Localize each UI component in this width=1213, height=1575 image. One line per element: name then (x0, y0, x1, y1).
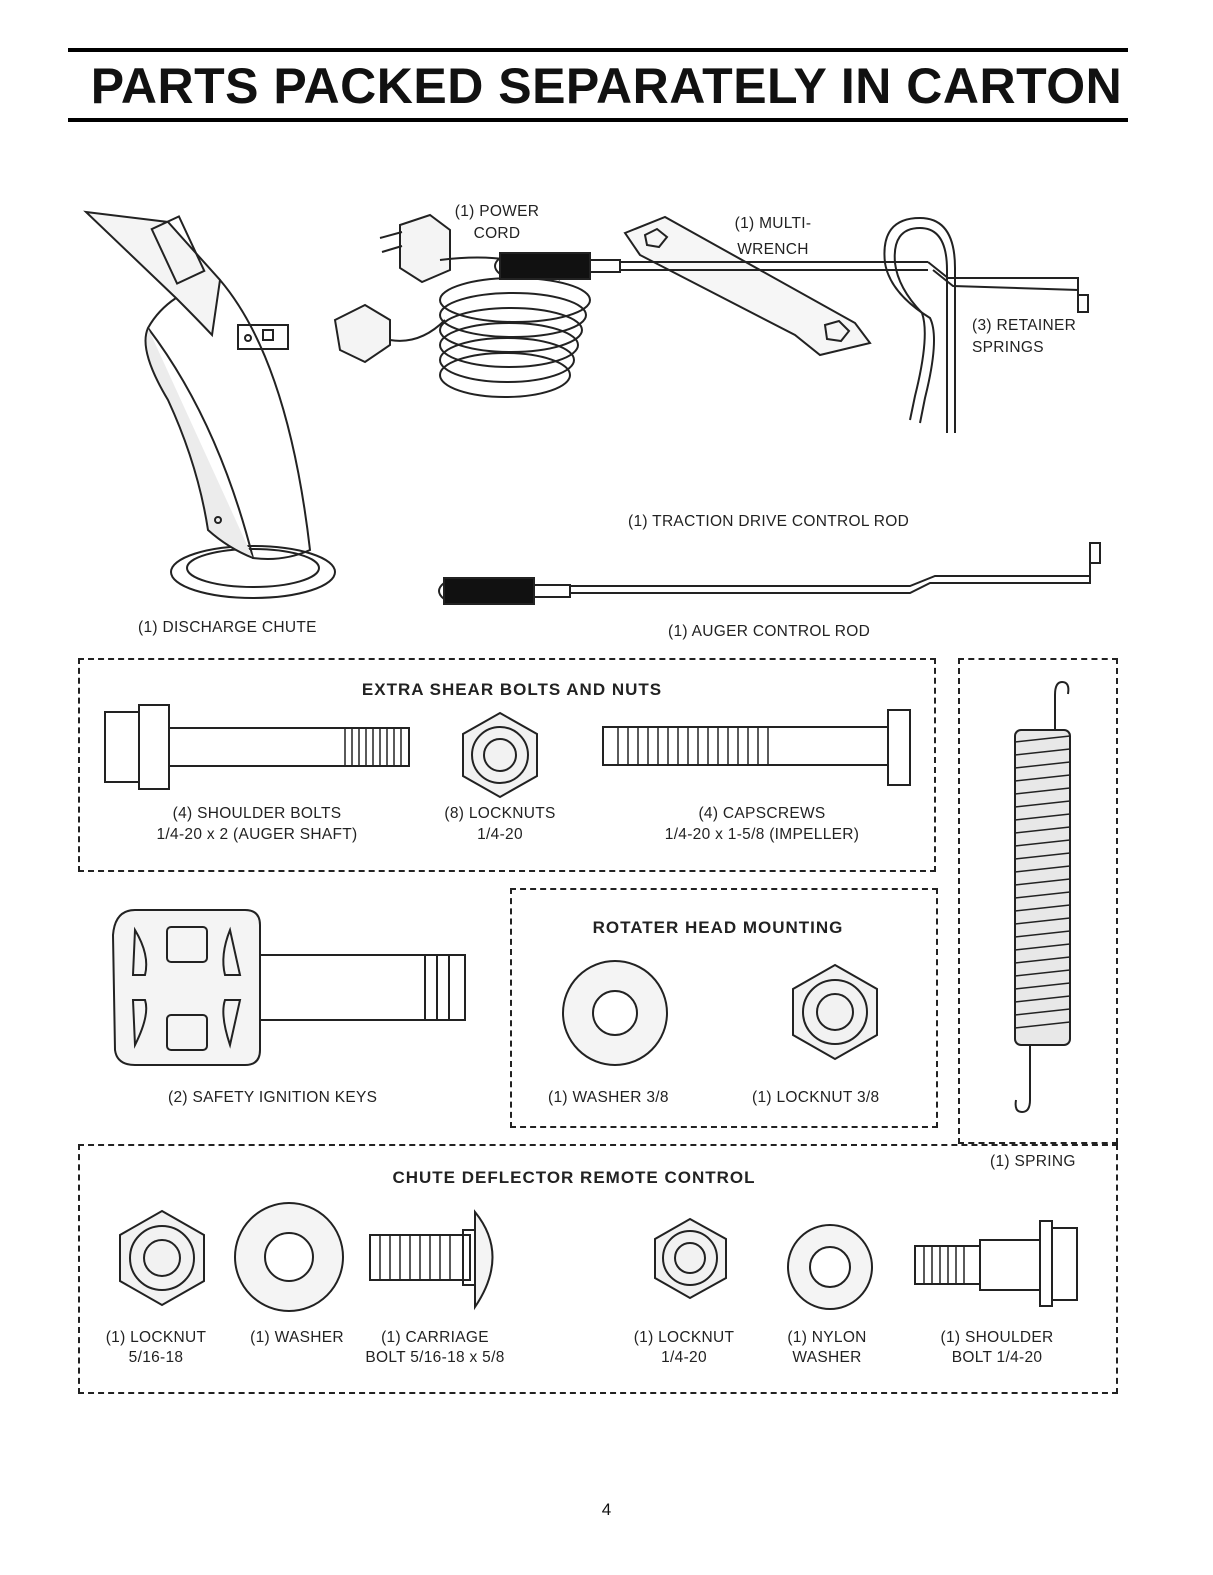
shoulder-bolt-illustration (104, 704, 410, 790)
washer-516-illustration (234, 1202, 344, 1312)
shoulder-bolt-14-label-1: (1) SHOULDER (940, 1329, 1054, 1346)
bottom-rule (68, 118, 1128, 122)
page-number: 4 (601, 1500, 612, 1519)
capscrews-label-2: 1/4-20 x 1-5/8 (IMPELLER) (664, 826, 860, 843)
shoulder-bolts-label-2: 1/4-20 x 2 (AUGER SHAFT) (156, 826, 358, 843)
multi-wrench-illustration (623, 215, 872, 357)
extra-shear-bolts-box (78, 658, 936, 872)
shoulder-bolt-14-illustration (914, 1220, 1078, 1307)
carriage-bolt-label-1: (1) CARRIAGE (381, 1329, 489, 1346)
rotater-washer-label: (1) WASHER 3/8 (548, 1089, 669, 1106)
traction-rod-label: (1) TRACTION DRIVE CONTROL ROD (628, 513, 910, 530)
capscrews-label-1: (4) CAPSCREWS (698, 805, 826, 822)
spring-label: (1) SPRING (990, 1153, 1076, 1170)
multi-wrench-label-2: WRENCH (737, 241, 809, 258)
shoulder-bolts-label-1: (4) SHOULDER BOLTS (172, 805, 342, 822)
locknut-516-label-2: 5/16-18 (128, 1349, 184, 1366)
washer-516-label: (1) WASHER (250, 1329, 344, 1346)
power-cord-label-1: (1) POWER (454, 203, 540, 220)
rotater-head-box (510, 888, 938, 1128)
locknut-14-label-1: (1) LOCKNUT (633, 1329, 735, 1346)
safety-ignition-key-illustration (111, 909, 466, 1066)
locknut-516-illustration (119, 1209, 205, 1307)
discharge-chute-label: (1) DISCHARGE CHUTE (138, 619, 317, 636)
locknut-38-illustration (792, 963, 878, 1061)
locknuts-label-1: (8) LOCKNUTS (444, 805, 556, 822)
carriage-bolt-illustration (369, 1209, 494, 1311)
retainer-springs-label-1: (3) RETAINER (972, 317, 1077, 334)
page-title: PARTS PACKED SEPARATELY IN CARTON (90, 58, 1123, 114)
auger-rod-illustration (438, 542, 1101, 605)
locknut-illustration (462, 711, 538, 799)
nylon-washer-label-2: WASHER (792, 1349, 862, 1366)
chute-deflector-box (78, 1144, 1118, 1394)
spring-illustration (1014, 680, 1071, 1114)
capscrew-illustration (602, 709, 911, 786)
traction-rod-illustration (494, 252, 1089, 313)
rotater-locknut-label: (1) LOCKNUT 3/8 (752, 1089, 880, 1106)
retainer-springs-label-2: SPRINGS (972, 339, 1044, 356)
extra-shear-heading: EXTRA SHEAR BOLTS AND NUTS (361, 680, 663, 699)
nylon-washer-illustration (787, 1224, 873, 1310)
discharge-chute-illustration (83, 210, 336, 599)
locknut-516-label-1: (1) LOCKNUT (105, 1329, 207, 1346)
locknut-14-label-2: 1/4-20 (661, 1349, 707, 1366)
carriage-bolt-label-2: BOLT 5/16-18 x 5/8 (365, 1349, 505, 1366)
locknuts-label-2: 1/4-20 (477, 826, 523, 843)
chute-deflector-heading: CHUTE DEFLECTOR REMOTE CONTROL (392, 1168, 756, 1187)
spring-box (958, 658, 1118, 1144)
washer-38-illustration (562, 960, 668, 1066)
power-cord-illustration (333, 213, 591, 398)
shoulder-bolt-14-label-2: BOLT 1/4-20 (951, 1349, 1043, 1366)
top-rule (68, 48, 1128, 52)
retainer-spring-illustration (883, 216, 956, 433)
multi-wrench-label-1: (1) MULTI- (734, 215, 812, 232)
power-cord-label-2: CORD (473, 225, 521, 242)
nylon-washer-label-1: (1) NYLON (787, 1329, 867, 1346)
safety-ignition-keys-label: (2) SAFETY IGNITION KEYS (168, 1089, 378, 1106)
rotater-head-heading: ROTATER HEAD MOUNTING (592, 918, 844, 937)
auger-rod-label: (1) AUGER CONTROL ROD (668, 623, 871, 640)
locknut-14-illustration (654, 1217, 727, 1300)
